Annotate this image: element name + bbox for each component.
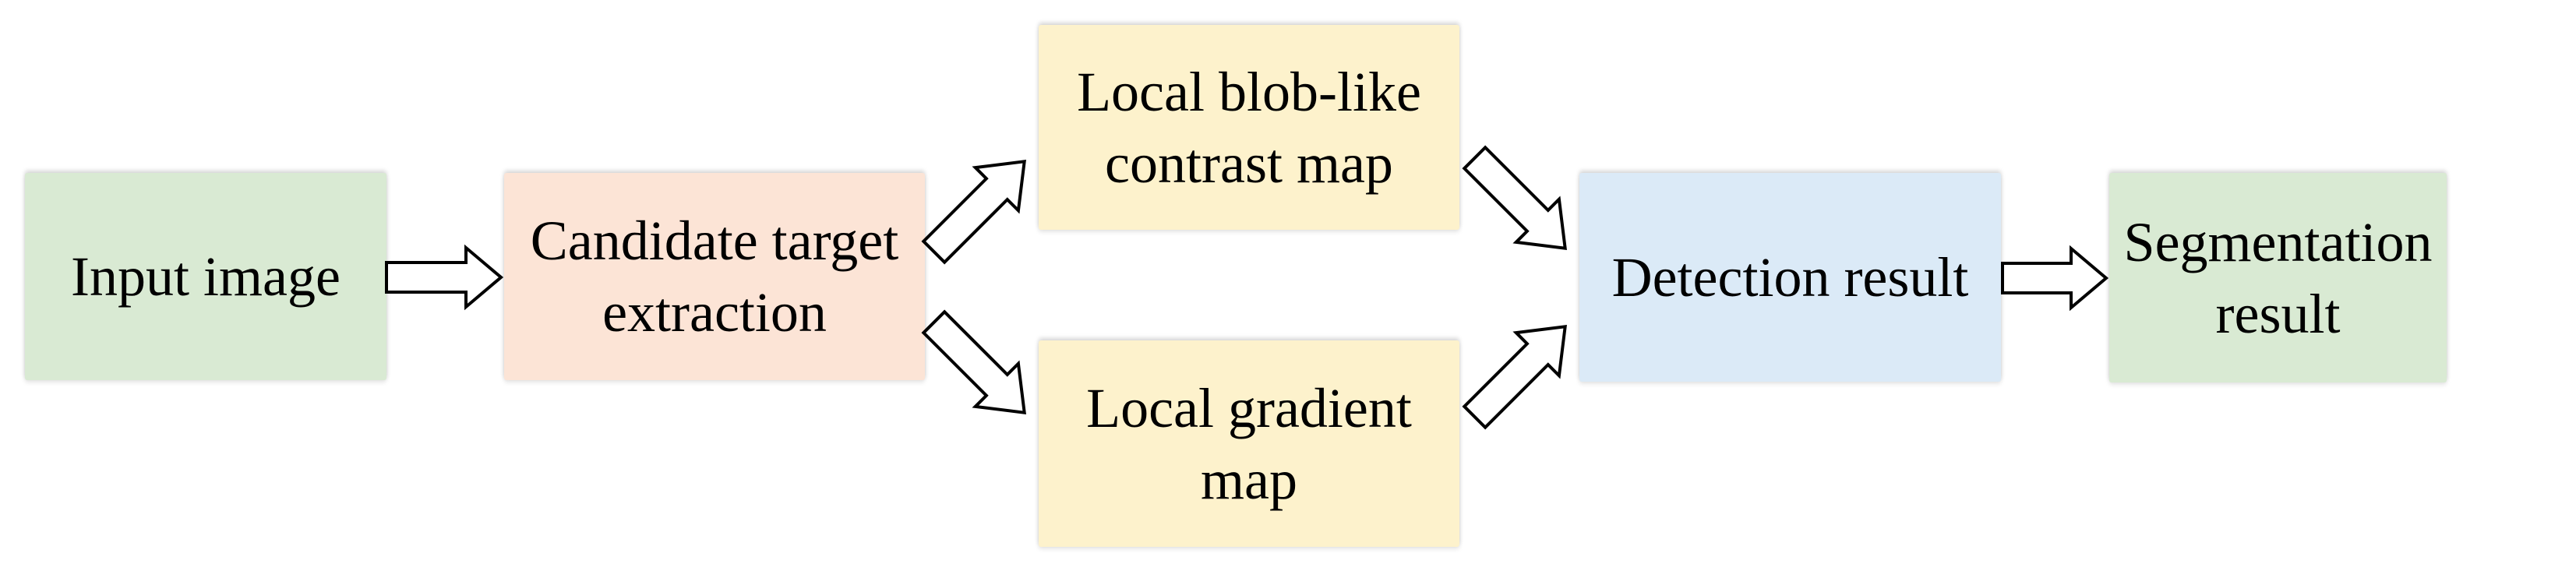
node-input-image: Input image — [25, 173, 386, 380]
block-arrow-down-right-icon — [1462, 145, 1567, 250]
block-arrow-right-icon — [385, 244, 504, 311]
node-label-line: Candidate target — [530, 210, 899, 272]
node-label-line: map — [1201, 448, 1297, 511]
block-arrow-right-icon — [2001, 245, 2109, 312]
block-arrow-up-right-icon — [921, 160, 1026, 265]
node-label-line: Local blob-like — [1077, 60, 1421, 123]
node-segmentation-result-label: Segmentation result — [2124, 206, 2433, 350]
node-candidate-target-extraction-label: Candidate target extraction — [531, 205, 899, 348]
node-detection-result-label: Detection result — [1612, 241, 1969, 313]
node-local-blob-like-contrast-map-label: Local blob-like contrast map — [1077, 56, 1421, 199]
node-label-line: Input image — [71, 245, 341, 308]
node-label-line: extraction — [602, 281, 827, 344]
node-detection-result: Detection result — [1579, 173, 2001, 382]
block-arrow-down-right-icon — [921, 309, 1026, 414]
block-arrow-up-right-icon — [1462, 325, 1567, 430]
node-local-gradient-map: Local gradient map — [1039, 340, 1459, 547]
node-local-blob-like-contrast-map: Local blob-like contrast map — [1039, 25, 1459, 230]
node-local-gradient-map-label: Local gradient map — [1086, 372, 1412, 516]
node-input-image-label: Input image — [71, 241, 341, 312]
node-label-line: result — [2215, 282, 2341, 345]
node-candidate-target-extraction: Candidate target extraction — [504, 173, 925, 380]
node-label-line: Detection result — [1611, 246, 1969, 308]
node-label-line: Segmentation — [2123, 210, 2433, 273]
node-label-line: contrast map — [1105, 132, 1393, 195]
node-label-line: Local gradient — [1086, 376, 1412, 439]
node-segmentation-result: Segmentation result — [2109, 173, 2447, 382]
